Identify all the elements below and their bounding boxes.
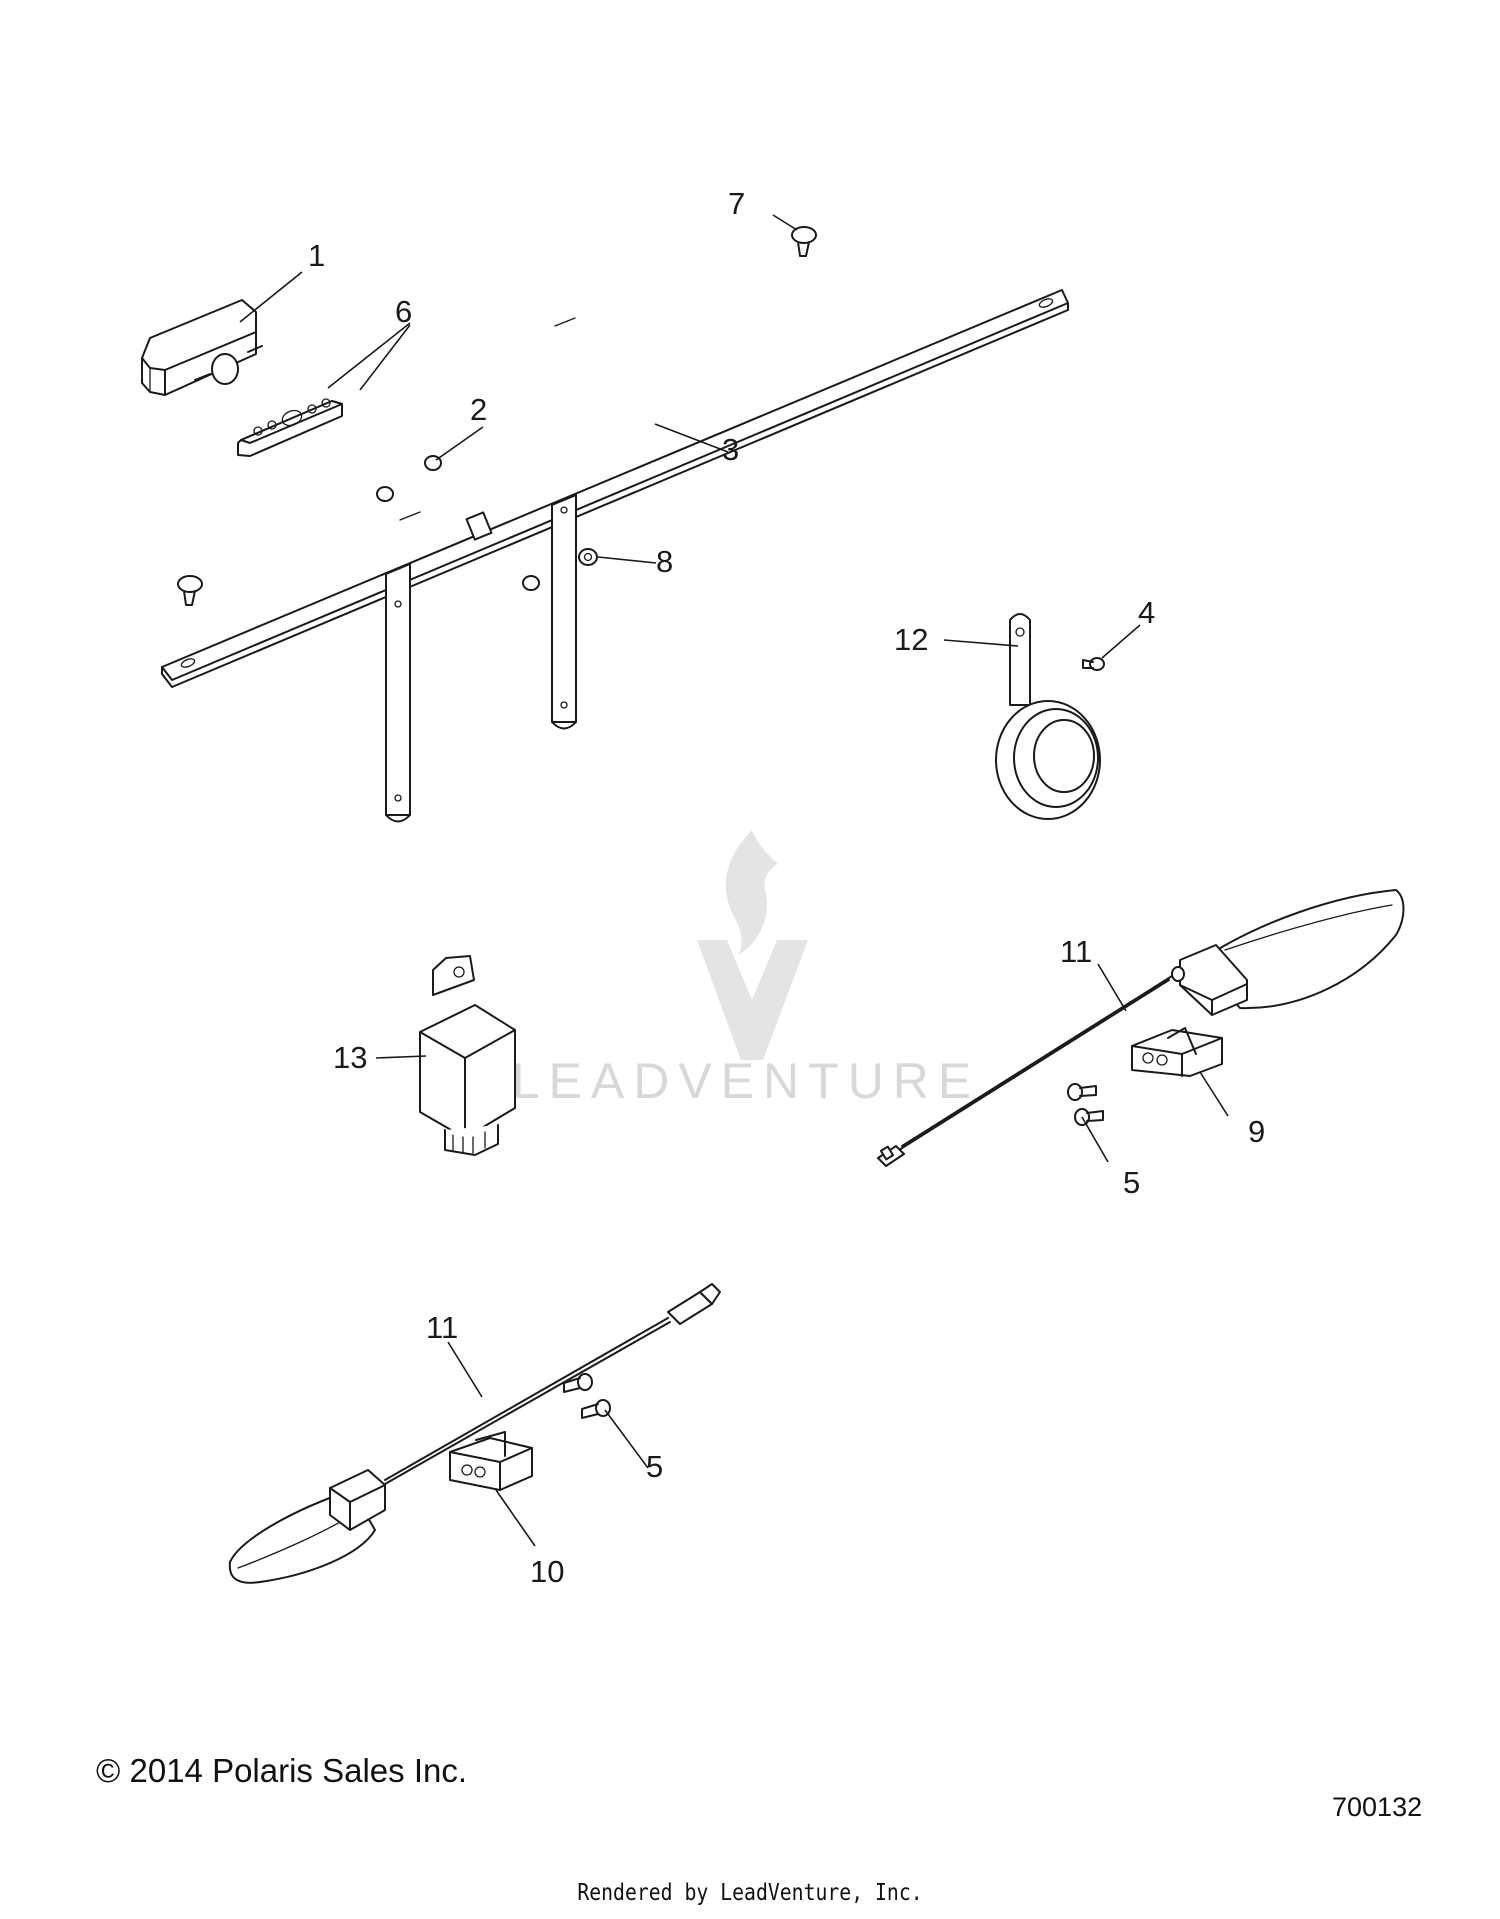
rendered-by-credit: Rendered by LeadVenture, Inc. (577, 1880, 923, 1906)
part-6-plate (237, 398, 343, 457)
callout-12: 12 (894, 622, 928, 657)
part-11-turn-signal-lower (228, 1283, 721, 1584)
callout-1: 1 (308, 238, 325, 273)
part-3-bracket (161, 289, 1069, 823)
callout-5-upper: 5 (1123, 1165, 1140, 1200)
part-8-nut (578, 548, 598, 566)
part-7-screw (177, 226, 817, 606)
part-5-bolts-lower (563, 1373, 611, 1419)
leader-lines (239, 214, 1229, 1547)
callout-8: 8 (656, 544, 673, 579)
watermark: LEADVENTURE (512, 830, 981, 1109)
callout-9: 9 (1248, 1114, 1265, 1149)
callout-3: 3 (722, 432, 739, 467)
watermark-text: LEADVENTURE (512, 1053, 981, 1109)
callout-11-upper: 11 (1060, 934, 1092, 969)
flame-v-logo-icon (697, 830, 808, 1060)
part-11-turn-signal-upper (877, 889, 1405, 1167)
callout-4: 4 (1138, 595, 1155, 630)
callout-5-lower: 5 (646, 1449, 663, 1484)
part-13-relay (419, 955, 516, 1156)
diagram-number: 700132 (1332, 1792, 1423, 1822)
part-5-bolts-upper (1067, 1083, 1104, 1126)
callout-11-lower: 11 (426, 1310, 458, 1345)
callout-13: 13 (333, 1040, 367, 1075)
part-4-bolt (1082, 657, 1105, 671)
callout-7: 7 (728, 186, 745, 221)
callout-2: 2 (470, 392, 487, 427)
part-12-horn (995, 613, 1101, 820)
part-10-mount (449, 1431, 533, 1491)
callout-10: 10 (530, 1554, 564, 1589)
copyright-notice: © 2014 Polaris Sales Inc. (96, 1752, 468, 1789)
part-1-light (141, 299, 263, 396)
part-2-nut (376, 455, 540, 591)
callout-6: 6 (395, 294, 412, 329)
callouts: 1 2 3 4 5 5 6 7 8 9 10 11 11 12 13 (308, 186, 1265, 1589)
part-9-mount (1131, 1027, 1223, 1077)
